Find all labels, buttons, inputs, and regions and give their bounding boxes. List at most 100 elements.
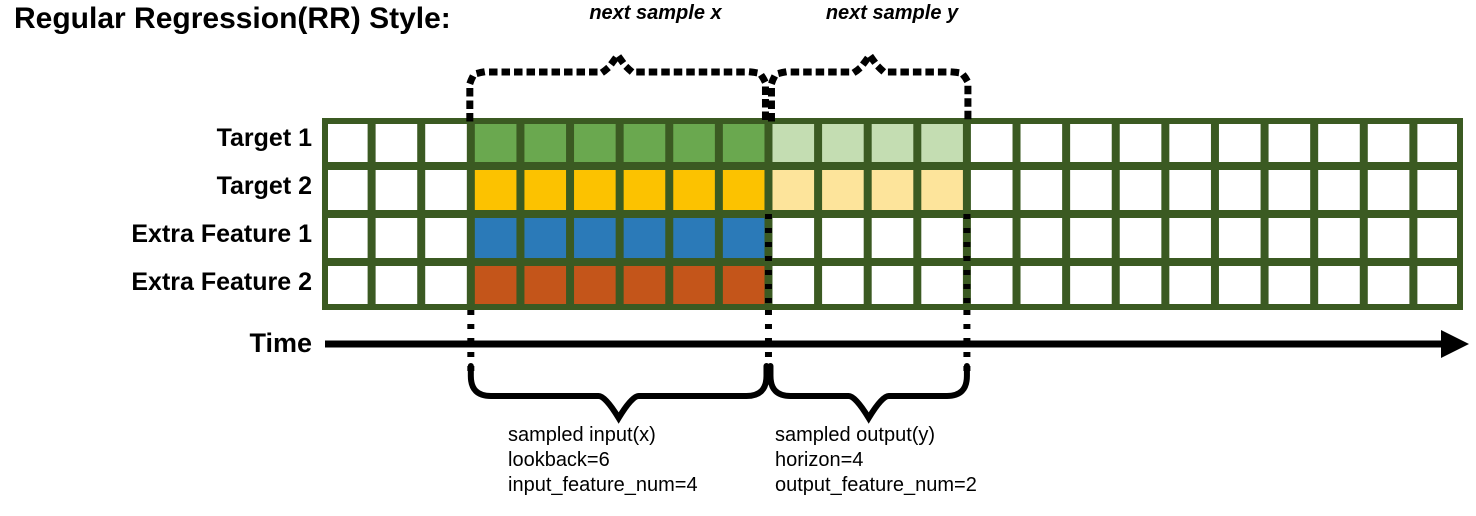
page-title: Regular Regression(RR) Style:: [14, 2, 451, 35]
grid-cell: [722, 218, 765, 258]
grid-cell: [1268, 218, 1311, 258]
grid-cell: [822, 266, 864, 306]
grid-cell: [524, 122, 567, 162]
grid-cell: [326, 218, 368, 258]
grid-cell: [772, 218, 815, 258]
brace-and-axis-layer: [325, 48, 1469, 424]
grid-cell: [1070, 266, 1112, 306]
grid-cell: [623, 170, 666, 210]
grid-cell: [1169, 218, 1211, 258]
grid-cell: [1318, 122, 1360, 162]
grid-cell: [574, 122, 616, 162]
grid-cell: [1169, 122, 1211, 162]
grid-cell: [574, 218, 616, 258]
grid-cell: [921, 170, 963, 210]
grid-cell: [1020, 266, 1063, 306]
annotation-input-line-1: sampled input(x): [508, 424, 656, 446]
grid-cell: [1318, 218, 1360, 258]
grid-cell: [1119, 122, 1162, 162]
bottom-brace-sampled-input: [467, 363, 770, 424]
grid-cell: [822, 170, 864, 210]
annotation-output-line-1: sampled output(y): [775, 424, 936, 446]
grid-cell: [474, 266, 517, 306]
grid-cell: [326, 266, 368, 306]
annotation-sampled-output: sampled output(y) horizon=4 output_featu…: [775, 423, 977, 498]
grid-cell: [524, 266, 567, 306]
grid-cell: [1218, 218, 1261, 258]
annotation-input-line-2: lookback=6: [508, 449, 610, 471]
grid-cell: [375, 266, 418, 306]
row-label-extra-feature-1: Extra Feature 1: [131, 220, 312, 248]
grid-cell: [524, 170, 567, 210]
grid-cell: [1417, 266, 1459, 306]
grid-cell: [1218, 170, 1261, 210]
grid-cell: [1367, 170, 1410, 210]
grid-cell: [1020, 170, 1063, 210]
row-label-target-2: Target 2: [216, 172, 312, 200]
grid-cell: [822, 122, 864, 162]
annotation-output-line-3: output_feature_num=2: [775, 474, 977, 496]
grid-cell: [524, 218, 567, 258]
grid-cell: [970, 122, 1013, 162]
grid-cell: [474, 170, 517, 210]
grid-cell: [1119, 218, 1162, 258]
top-brace-next-sample-x: [466, 48, 769, 122]
grid-cell: [673, 266, 715, 306]
grid-cell: [673, 122, 715, 162]
grid-cell: [970, 218, 1013, 258]
grid-cell: [375, 122, 418, 162]
grid-cell: [1218, 266, 1261, 306]
brace-label-next-sample-y: next sample y: [825, 2, 959, 24]
row-label-extra-feature-1-wrap: Extra Feature 1: [0, 220, 312, 249]
grid-cell: [1020, 122, 1063, 162]
grid-cell: [623, 218, 666, 258]
grid-cell: [970, 266, 1013, 306]
grid-cell: [921, 122, 963, 162]
grid-cell: [1020, 218, 1063, 258]
grid-cell: [722, 266, 765, 306]
grid-cell: [574, 170, 616, 210]
grid-cell: [574, 266, 616, 306]
top-brace-next-sample-y: [767, 48, 972, 122]
grid-cell: [1268, 266, 1311, 306]
grid-cell: [1070, 122, 1112, 162]
row-label-target-1: Target 1: [216, 124, 312, 152]
grid-cell: [425, 170, 467, 210]
grid-cell: [1070, 170, 1112, 210]
grid-cell: [772, 170, 815, 210]
grid-cell: [1119, 266, 1162, 306]
grid-cell: [871, 170, 914, 210]
grid-cell: [822, 218, 864, 258]
row-label-extra-feature-2: Extra Feature 2: [131, 268, 312, 296]
grid-cell: [1367, 122, 1410, 162]
grid-cell: [623, 266, 666, 306]
grid-cell: [425, 218, 467, 258]
time-axis-arrow-icon: [1441, 330, 1469, 358]
time-axis-label: Time: [249, 328, 312, 358]
grid-cell: [921, 218, 963, 258]
annotation-output-line-2: horizon=4: [775, 449, 864, 471]
grid-cell: [474, 218, 517, 258]
grid-cell: [1417, 218, 1459, 258]
row-label-extra-feature-2-wrap: Extra Feature 2: [0, 268, 312, 297]
grid-cell: [1318, 266, 1360, 306]
grid-cell: [1119, 170, 1162, 210]
grid-cell: [326, 170, 368, 210]
grid-cell: [623, 122, 666, 162]
grid-cell: [722, 122, 765, 162]
timeline-grid: [322, 118, 1463, 310]
grid-cell: [970, 170, 1013, 210]
grid-cell: [871, 122, 914, 162]
grid-cell: [375, 170, 418, 210]
grid-cell: [871, 218, 914, 258]
grid-cell: [1169, 170, 1211, 210]
row-label-target-2-wrap: Target 2: [0, 172, 312, 201]
grid-cell: [326, 122, 368, 162]
grid-cell: [772, 122, 815, 162]
bottom-brace-sampled-output: [767, 363, 970, 424]
annotation-input-line-3: input_feature_num=4: [508, 474, 698, 496]
grid-cell: [375, 218, 418, 258]
grid-cell: [673, 170, 715, 210]
